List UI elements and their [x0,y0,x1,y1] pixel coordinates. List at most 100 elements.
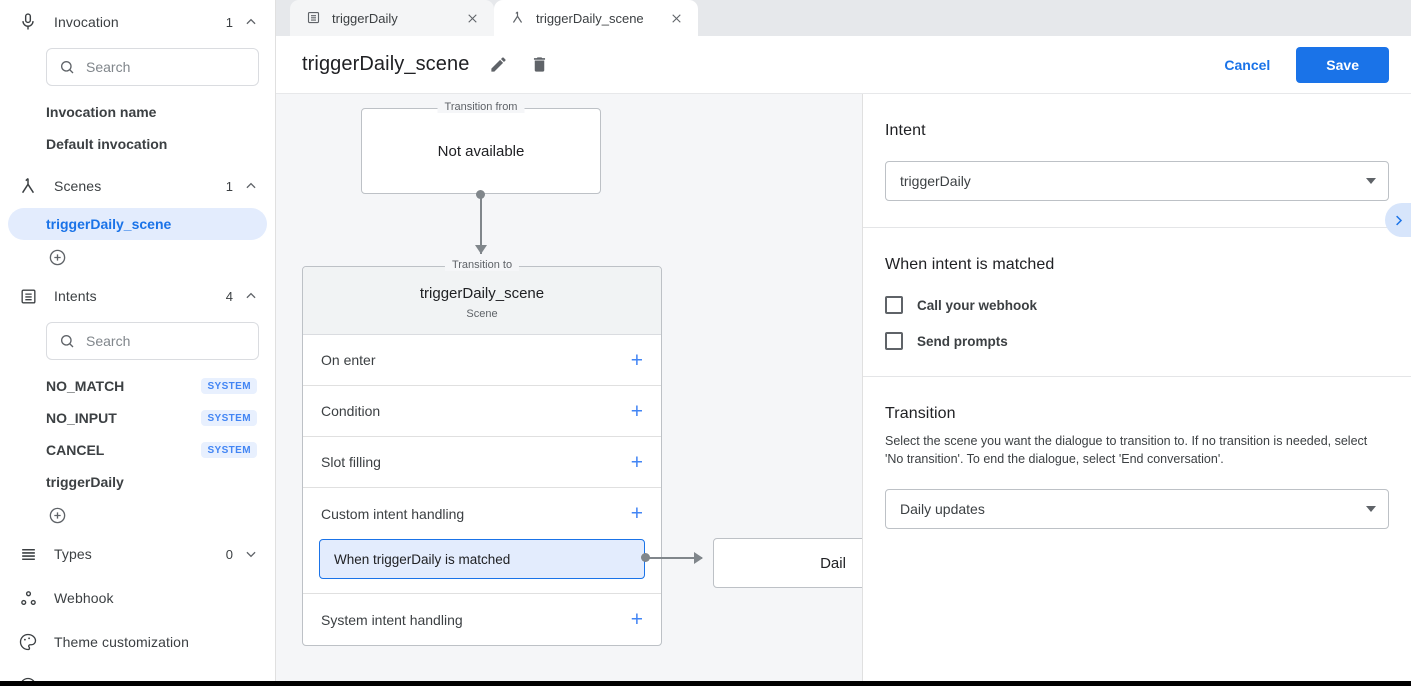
sidebar-item-label: triggerDaily [46,474,124,490]
cancel-button[interactable]: Cancel [1210,48,1284,82]
sidebar-item-triggerdaily[interactable]: triggerDaily [8,466,267,498]
chevron-up-icon[interactable] [243,14,259,30]
add-custom-intent-handling-icon[interactable]: + [630,502,643,525]
tab-bar: triggerDaily triggerDaily_scene [276,0,1411,36]
sidebar-group-scenes[interactable]: Scenes 1 [0,164,275,208]
sidebar-item-label: Default invocation [46,136,168,152]
scene-card-header: triggerDaily_scene Scene [303,267,661,335]
tab-label: triggerDaily [332,10,398,26]
sidebar-item-invocation-name[interactable]: Invocation name [8,96,267,128]
chevron-down-icon[interactable] [243,546,259,562]
scenes-merge-icon [16,174,40,198]
invocation-search-input[interactable] [86,59,246,75]
chevron-up-icon[interactable] [243,288,259,304]
webhook-icon [16,586,40,610]
add-system-intent-handling-icon[interactable]: + [630,608,643,631]
transition-from-node[interactable]: Transition from Not available [361,101,601,194]
when-intent-matched-section: When intent is matched Call your webhook… [863,227,1411,376]
scene-row-condition[interactable]: Condition + [303,386,661,437]
transition-section-title: Transition [885,405,956,422]
connector-line-horizontal [646,557,702,559]
tab-triggerdaily[interactable]: triggerDaily [290,0,494,36]
intents-search-box[interactable] [46,322,259,360]
sidebar-group-label: Intents [54,288,97,304]
sidebar-item-label: Webhook [54,590,114,606]
intent-icon [306,10,322,26]
chevron-right-icon[interactable] [1385,203,1411,237]
transition-section: Transition Select the scene you want the… [863,376,1411,555]
transition-target-node[interactable]: Tr Dail [713,538,862,588]
connector-line-vertical [480,194,482,254]
chevron-down-icon [1366,506,1376,513]
status-badge: SYSTEM [201,442,257,458]
transition-select[interactable]: Daily updates [885,489,1389,530]
sidebar-group-count: 1 [225,178,233,194]
add-scene-button[interactable] [0,240,275,274]
connector-dot-right [641,553,650,562]
editor-body: Transition from Not available Transition… [276,94,1411,686]
left-sidebar: Invocation 1 Invocation name Default inv… [0,0,276,686]
add-slot-filling-icon[interactable]: + [630,450,643,474]
close-icon[interactable] [464,10,480,26]
sidebar-item-webhook[interactable]: Webhook [0,576,275,620]
sidebar-group-label: Types [54,546,92,562]
close-icon[interactable] [668,10,684,26]
checkbox-send-prompts[interactable] [885,332,903,350]
sidebar-group-label: Scenes [54,178,102,194]
intent-section: Intent triggerDaily [863,94,1411,227]
chevron-down-icon [1366,178,1376,184]
scene-icon [510,10,526,26]
intent-handler-when-triggerdaily-is-matched[interactable]: When triggerDaily is matched [319,539,645,579]
checkbox-row-send-prompts[interactable]: Send prompts [885,332,1389,350]
scene-row-custom-intent-handling[interactable]: Custom intent handling + [303,488,661,539]
scene-row-label: Condition [321,403,381,419]
types-lines-icon [16,542,40,566]
add-intent-button[interactable] [0,498,275,532]
plus-circle-icon [49,507,66,523]
checkbox-call-your-webhook[interactable] [885,296,903,314]
sidebar-item-theme-customization[interactable]: Theme customization [0,620,275,664]
scene-card-name: triggerDaily_scene [419,285,545,302]
page-title: triggerDaily_scene [302,53,470,75]
add-condition-icon[interactable]: + [630,399,643,423]
sidebar-item-label: NO_MATCH [46,378,125,394]
main-area: triggerDaily triggerDaily_scene trigge [276,0,1411,686]
sidebar-item-default-invocation[interactable]: Default invocation [8,128,267,160]
sidebar-group-types[interactable]: Types 0 [0,532,275,576]
intents-search-input[interactable] [86,333,246,349]
transition-section-description: Select the scene you want the dialogue t… [885,434,1368,467]
sidebar-item-label: CANCEL [46,442,105,458]
sidebar-item-label: Theme customization [54,634,189,650]
scene-row-label: Custom intent handling [321,505,465,522]
chevron-up-icon[interactable] [243,178,259,194]
intent-handler-label: When triggerDaily is matched [334,551,511,567]
sidebar-group-invocation[interactable]: Invocation 1 [0,0,275,44]
page-header: triggerDaily_scene Cancel Save [276,36,1411,94]
save-button[interactable]: Save [1296,46,1389,83]
sidebar-group-intents[interactable]: Intents 4 [0,274,275,318]
sidebar-item-no-input[interactable]: NO_INPUT SYSTEM [8,402,267,434]
tab-triggerdaily-scene[interactable]: triggerDaily_scene [494,0,698,36]
sidebar-item-triggerdaily-scene[interactable]: triggerDaily_scene [8,208,267,240]
checkbox-row-call-your-webhook[interactable]: Call your webhook [885,296,1389,314]
sidebar-item-cancel[interactable]: CANCEL SYSTEM [8,434,267,466]
scene-graph-canvas[interactable]: Transition from Not available Transition… [276,94,862,686]
add-on-enter-icon[interactable]: + [630,348,643,372]
custom-intent-handler-wrap: When triggerDaily is matched [303,539,661,594]
intent-select[interactable]: triggerDaily [885,161,1389,201]
scene-row-label: System intent handling [321,611,463,628]
scene-row-slot-filling[interactable]: Slot filling + [303,437,661,488]
invocation-search-box[interactable] [46,48,259,86]
sidebar-item-no-match[interactable]: NO_MATCH SYSTEM [8,370,267,402]
scene-row-on-enter[interactable]: On enter + [303,335,661,386]
pencil-icon[interactable] [487,54,509,76]
transition-from-legend: Transition from [437,101,525,113]
transition-from-value: Not available [437,142,525,160]
scene-row-system-intent-handling[interactable]: System intent handling + [303,594,661,645]
trash-icon[interactable] [528,54,550,76]
sidebar-item-label: triggerDaily_scene [46,216,172,232]
microphone-icon [16,10,40,34]
status-badge: SYSTEM [201,410,257,426]
search-icon [60,60,74,74]
